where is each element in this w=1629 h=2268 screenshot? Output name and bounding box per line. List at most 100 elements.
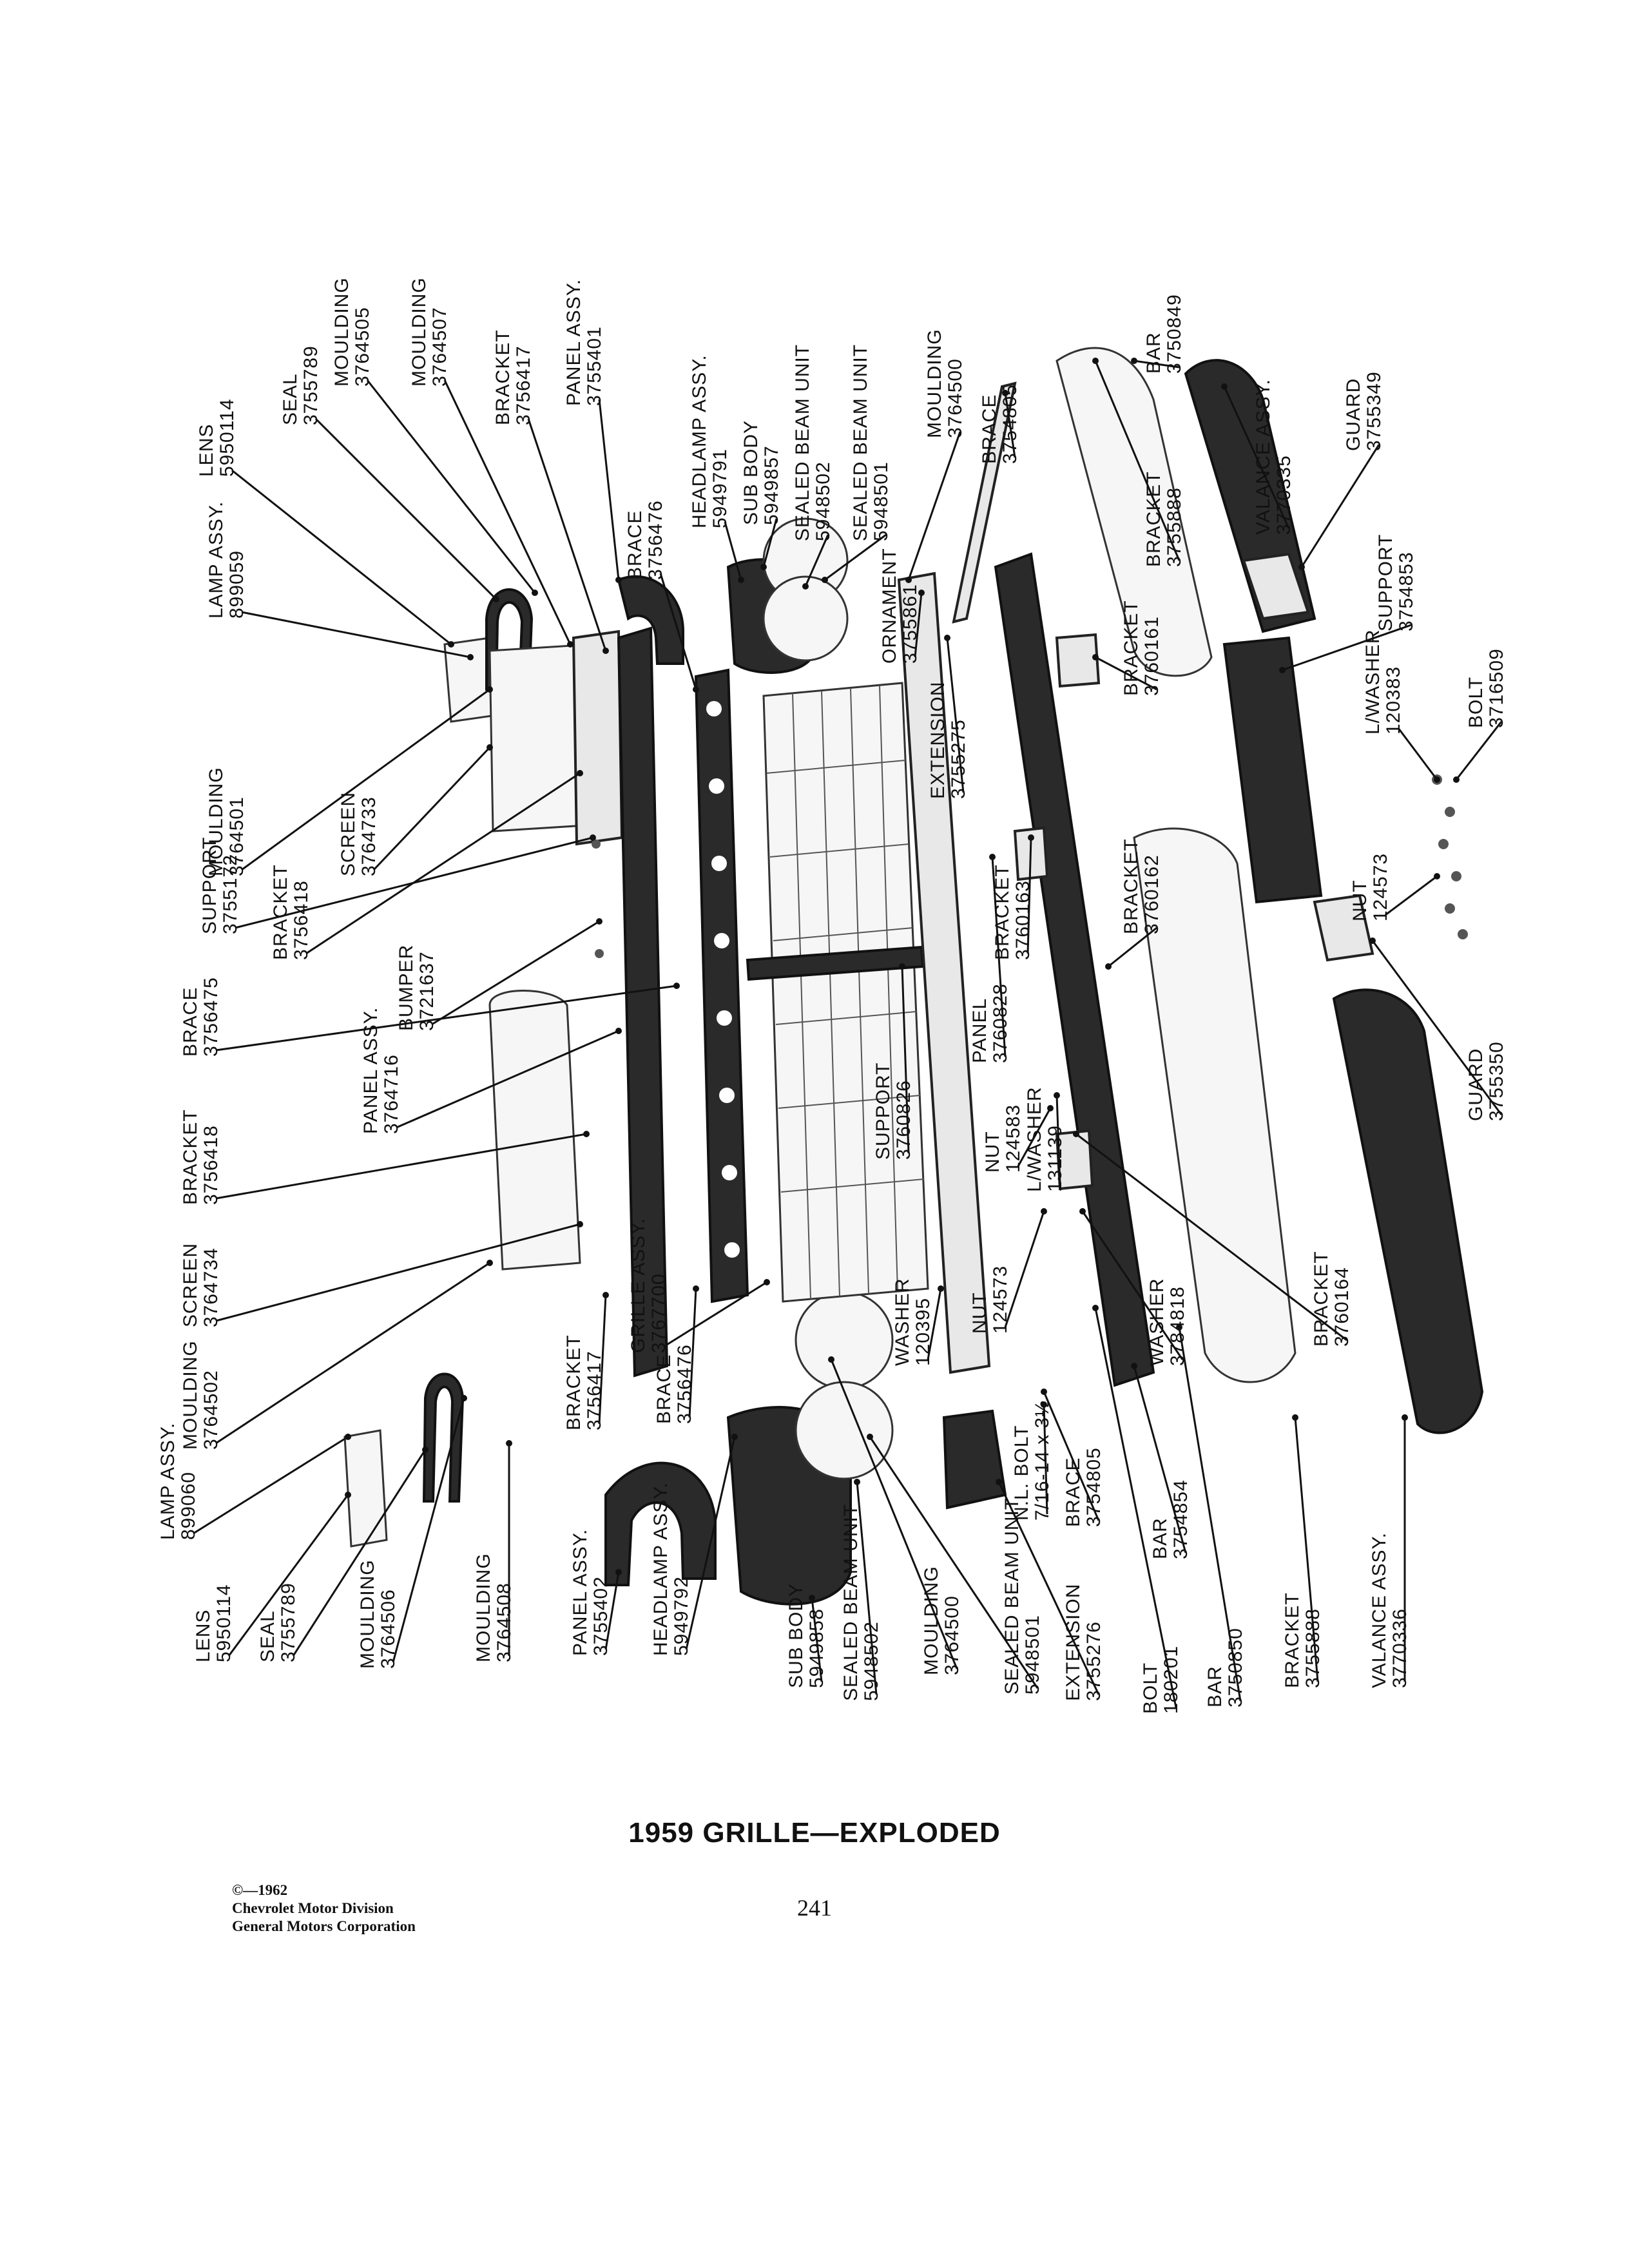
leader-arrowhead bbox=[764, 1279, 770, 1285]
callout-name: PANEL bbox=[969, 998, 990, 1063]
leader-line-nut-124573 bbox=[1385, 875, 1438, 916]
callout-part-number: 3750850 bbox=[1225, 1628, 1246, 1707]
callout-part-number: 5949858 bbox=[806, 1608, 827, 1688]
callout-part-number: 3756417 bbox=[584, 1350, 605, 1430]
brace-holes bbox=[706, 701, 740, 1258]
callout-part-number: 3764733 bbox=[358, 796, 380, 876]
leader-arrowhead bbox=[583, 1131, 590, 1137]
leader-line-bar-3750850 bbox=[1178, 1327, 1242, 1702]
leader-line-lamp-assy-899059 bbox=[241, 611, 471, 658]
callout-part-number: 3750849 bbox=[1164, 294, 1185, 374]
leader-arrowhead bbox=[577, 1221, 583, 1227]
leader-arrowhead bbox=[461, 1395, 467, 1401]
callout-part-number: 3756476 bbox=[645, 500, 666, 580]
callout-name: BAR bbox=[1150, 1517, 1171, 1559]
callout-part-number: 3755276 bbox=[1083, 1621, 1104, 1701]
leader-arrowhead bbox=[590, 834, 596, 841]
leader-line-bracket-3760163 bbox=[1027, 837, 1032, 954]
callout-part-number: 5948502 bbox=[861, 1621, 882, 1701]
leader-arrowhead bbox=[487, 744, 493, 751]
leader-arrowhead bbox=[802, 583, 809, 590]
leader-arrowhead bbox=[422, 1446, 429, 1453]
extension-lower bbox=[942, 1409, 1007, 1510]
panel-assy-upper bbox=[572, 629, 624, 846]
leader-arrowhead bbox=[693, 1285, 699, 1292]
valance-lower bbox=[1332, 988, 1484, 1434]
leader-line-l-washer-120383 bbox=[1397, 727, 1438, 780]
callout-part-number: 3755402 bbox=[590, 1576, 612, 1656]
leader-arrowhead bbox=[760, 564, 767, 570]
callout-name: MOULDING bbox=[473, 1553, 494, 1662]
leader-line-bracket-3760164 bbox=[1075, 1133, 1347, 1341]
callout-panel-assy-3755402: PANEL ASSY.3755402 bbox=[570, 1529, 612, 1656]
callout-name: SEAL bbox=[280, 373, 301, 425]
leader-arrowhead bbox=[1292, 1414, 1298, 1421]
callout-part-number: 124573 bbox=[990, 1265, 1011, 1334]
callout-part-number: 3760161 bbox=[1141, 616, 1162, 696]
leader-arrowhead bbox=[493, 596, 499, 602]
diagram-title: 1959 GRILLE—EXPLODED bbox=[628, 1817, 1001, 1849]
callout-grille-assy-3767700: GRILLE ASSY.3767700 bbox=[628, 1218, 670, 1353]
callout-part-number: 3760162 bbox=[1141, 854, 1162, 934]
callout-name: BRACE bbox=[653, 1354, 675, 1424]
leader-arrowhead bbox=[1453, 776, 1460, 783]
callout-part-number: 120395 bbox=[912, 1298, 934, 1366]
callout-name: BRACKET bbox=[1282, 1592, 1303, 1688]
callout-part-number: 5948501 bbox=[1022, 1615, 1043, 1695]
callout-name: SEALED BEAM UNIT bbox=[850, 344, 871, 541]
callout-part-number: 899059 bbox=[226, 550, 247, 619]
leader-line-panel-assy-3755401 bbox=[598, 399, 620, 581]
callout-part-number: 5949791 bbox=[709, 448, 731, 528]
leader-arrowhead bbox=[1092, 1305, 1099, 1311]
leader-line-panel-assy-3764716 bbox=[396, 1030, 619, 1129]
callout-part-number: 180201 bbox=[1161, 1646, 1182, 1714]
leader-line-lens-5950114 bbox=[231, 469, 452, 646]
callout-part-number: 120383 bbox=[1383, 666, 1404, 735]
leader-arrowhead bbox=[345, 1434, 351, 1440]
callout-name: MOULDING bbox=[409, 277, 430, 387]
callout-part-number: 3760828 bbox=[990, 983, 1011, 1063]
callout-name: WASHER bbox=[892, 1278, 913, 1366]
callout-part-number: 3755789 bbox=[278, 1582, 299, 1662]
leader-arrowhead bbox=[506, 1440, 512, 1446]
leader-line-brace-3756476 bbox=[688, 1288, 697, 1418]
leader-line-sealed-beam-unit-5948502 bbox=[804, 534, 829, 587]
grille-assy bbox=[762, 682, 929, 1303]
callout-name: BRACKET bbox=[992, 864, 1013, 960]
callout-name: HEADLAMP ASSY. bbox=[650, 1482, 671, 1656]
leader-line-bolt-180201 bbox=[1094, 1307, 1177, 1708]
leader-line-bracket-3760162 bbox=[1108, 927, 1157, 968]
callout-name: MOULDING bbox=[331, 277, 352, 387]
leader-line-lamp-assy-899060 bbox=[193, 1436, 349, 1535]
leader-line-moulding-3764506 bbox=[392, 1398, 465, 1663]
leader-line-washer-120395 bbox=[927, 1288, 942, 1360]
callout-name: MOULDING bbox=[357, 1559, 378, 1669]
callout-name: SCREEN bbox=[180, 1243, 201, 1327]
callout-part-number: 3756417 bbox=[513, 345, 534, 425]
callout-headlamp-assy-5949792: HEADLAMP ASSY.5949792 bbox=[650, 1482, 692, 1656]
callout-part-number: 3755861 bbox=[900, 584, 921, 664]
callout-name: BRACKET bbox=[1143, 471, 1164, 567]
callout-name: NUT bbox=[969, 1292, 990, 1334]
leader-line-support-3754853 bbox=[1282, 624, 1412, 671]
leader-arrowhead bbox=[828, 1356, 834, 1363]
leader-line-nut-124573 bbox=[1004, 1211, 1045, 1328]
